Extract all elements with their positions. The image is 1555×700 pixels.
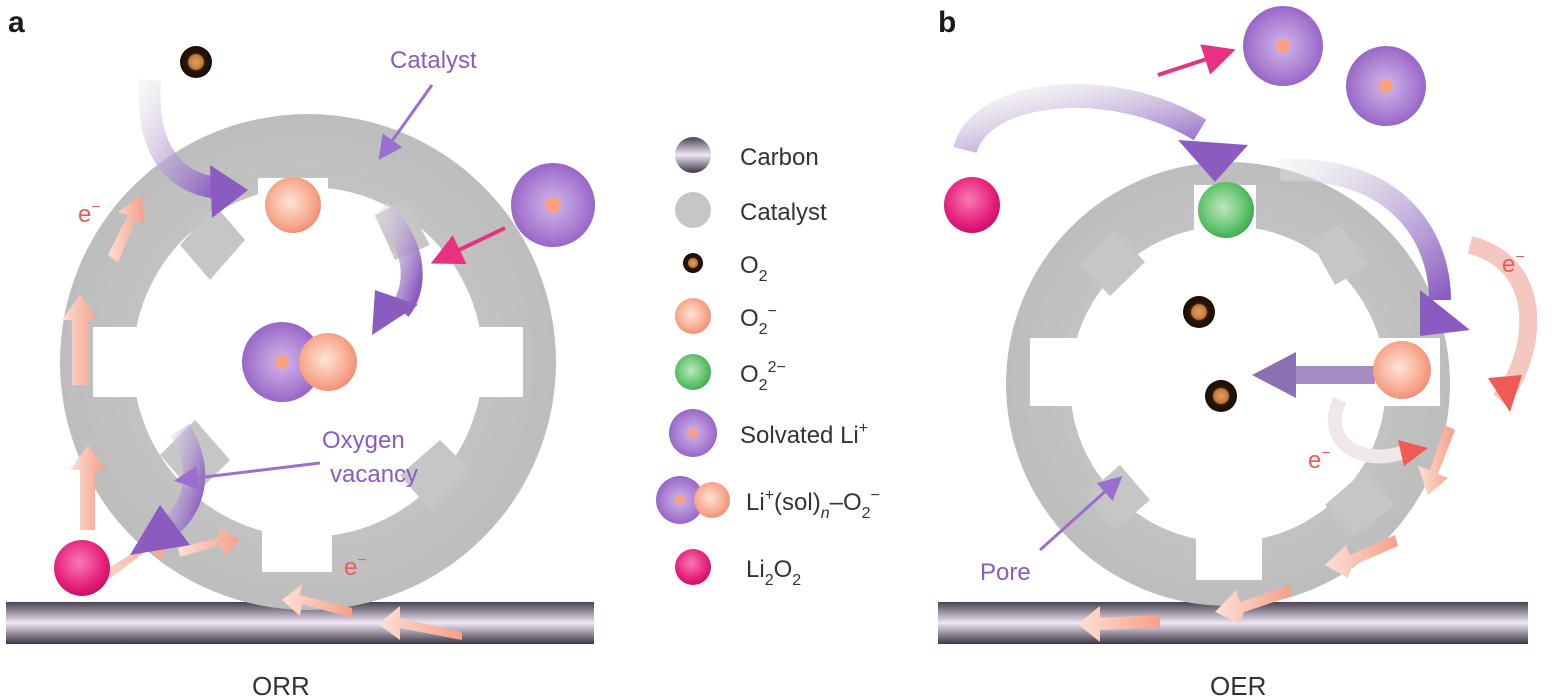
release-arrowhead-b (1252, 352, 1296, 398)
o2-path-arrowhead-a (210, 165, 248, 218)
panel-b-label: b (938, 6, 956, 39)
li-complex-core-a (275, 355, 289, 369)
legend-peroxide: O22− (675, 354, 786, 394)
superoxide-a (265, 177, 321, 233)
panel-b: b (938, 6, 1538, 700)
pore-pointer-b (1038, 475, 1123, 552)
panel-b-caption: OER (1210, 671, 1266, 700)
o2-path-arrow-a (138, 79, 222, 199)
catalyst-pointer-a (378, 84, 434, 160)
right-path-arrowhead-b (1420, 290, 1470, 336)
li-transfer-arrow-a (430, 226, 506, 265)
legend-solvated-li: Solvated Li+ (669, 409, 868, 457)
legend-li-complex-label: Li+(sol)n–O2− (746, 487, 880, 522)
panel-a: a (6, 6, 595, 700)
top-path-arrowhead-b (1178, 140, 1248, 182)
electron-curve-b2 (1327, 396, 1413, 464)
superoxide-b (1373, 341, 1431, 399)
legend-superoxide-swatch (675, 298, 711, 334)
legend-peroxide-label: O22− (740, 359, 786, 394)
solvated-li-core-a (545, 197, 561, 213)
li2o2-b (944, 177, 1000, 233)
li2o2-a (54, 540, 110, 596)
legend-peroxide-swatch (675, 354, 711, 390)
electron-path-b (1078, 425, 1455, 642)
legend-o2: O2 (683, 252, 768, 285)
electron-label-a2: e− (344, 552, 367, 581)
panel-a-label: a (8, 6, 25, 39)
legend-li2o2-label: Li2O2 (746, 556, 801, 589)
legend-carbon-swatch (675, 137, 711, 173)
o2-molecule-b1 (1183, 296, 1215, 328)
li2o2-path-arrowhead-a (130, 505, 190, 555)
electron-label-b2: e− (1308, 445, 1331, 474)
release-arrow-shaft-b (1295, 366, 1375, 384)
panel-a-caption: ORR (252, 671, 310, 700)
li-complex-o2-a (299, 333, 357, 391)
li-release-arrow-b (1157, 44, 1236, 77)
pore-annotation: Pore (980, 559, 1031, 586)
legend-li2o2-swatch (675, 549, 711, 585)
legend: Carbon Catalyst O2 O2− O22− Solvated Li+ (656, 137, 880, 589)
electron-label-a1: e− (78, 199, 101, 228)
complex-path-arrowhead-a (372, 290, 418, 335)
legend-li-complex: Li+(sol)n–O2− (656, 476, 880, 524)
legend-solvated-li-label: Solvated Li+ (740, 420, 868, 449)
catalyst-annotation: Catalyst (390, 47, 477, 74)
legend-catalyst-label: Catalyst (740, 199, 827, 226)
legend-li2o2: Li2O2 (675, 549, 801, 589)
legend-o2-label: O2 (740, 252, 768, 285)
legend-superoxide: O2− (675, 298, 777, 338)
vacancy-pointer-a (174, 461, 321, 490)
electron-label-b1: e− (1502, 249, 1525, 278)
legend-catalyst: Catalyst (675, 192, 827, 228)
oxygen-vacancy-annotation-line2: vacancy (330, 461, 418, 488)
legend-carbon: Carbon (675, 137, 819, 173)
legend-o2-swatch (683, 253, 703, 273)
legend-catalyst-swatch (675, 192, 711, 228)
o2-molecule-b2 (1205, 380, 1237, 412)
legend-carbon-label: Carbon (740, 144, 819, 171)
right-path-arrow-b (1279, 158, 1451, 301)
top-path-arrow-b (953, 83, 1207, 155)
o2-molecule-a (180, 46, 212, 78)
legend-superoxide-label: O2− (740, 303, 777, 338)
oxygen-vacancy-annotation-line1: Oxygen (322, 427, 405, 454)
peroxide-b (1198, 182, 1254, 238)
